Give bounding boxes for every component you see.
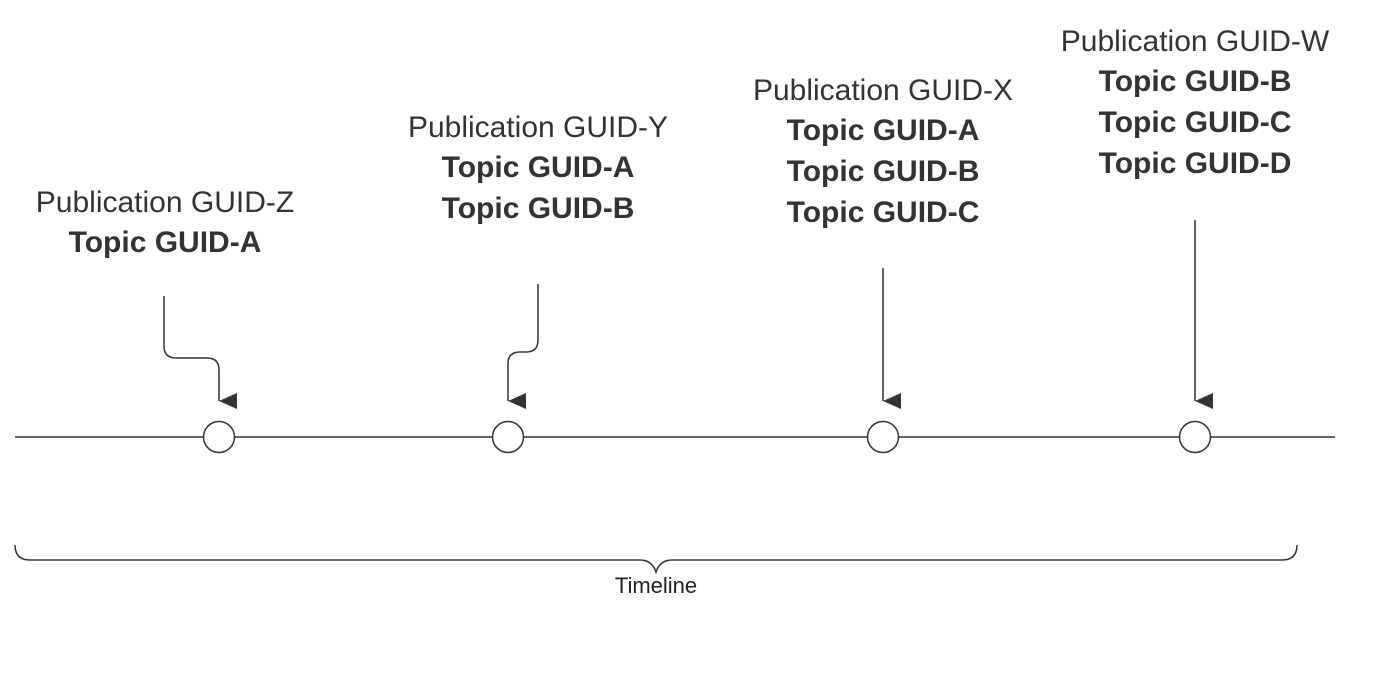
publication-title: Publication GUID-Z xyxy=(35,186,295,219)
topic-label: Topic GUID-A xyxy=(786,114,980,147)
publication-label-z: Publication GUID-Z Topic GUID-A xyxy=(36,184,294,263)
publication-label-y: Publication GUID-Y Topic GUID-A Topic GU… xyxy=(408,109,668,229)
timeline-node-publication-z[interactable] xyxy=(202,420,236,454)
topic-label: Topic GUID-B xyxy=(441,192,635,225)
timeline-node-publication-w[interactable] xyxy=(1178,420,1212,454)
arrow-publication-z xyxy=(163,296,237,409)
topic-label: Topic GUID-C xyxy=(786,196,980,229)
topic-label: Topic GUID-B xyxy=(786,155,980,188)
publication-label-w: Publication GUID-W Topic GUID-B Topic GU… xyxy=(1061,23,1329,184)
timeline-node-publication-y[interactable] xyxy=(491,420,525,454)
timeline-label: Timeline xyxy=(614,573,698,598)
topic-label: Topic GUID-D xyxy=(1098,147,1292,180)
publication-label-x: Publication GUID-X Topic GUID-A Topic GU… xyxy=(753,72,1013,233)
topic-label: Topic GUID-A xyxy=(68,226,262,259)
topic-label: Topic GUID-B xyxy=(1098,65,1292,98)
timeline-node-publication-x[interactable] xyxy=(866,420,900,454)
arrow-publication-y xyxy=(507,284,539,409)
timeline-brace xyxy=(14,544,1298,575)
publication-title: Publication GUID-Y xyxy=(407,111,669,144)
publication-title: Publication GUID-X xyxy=(752,74,1014,107)
publication-title: Publication GUID-W xyxy=(1060,25,1330,58)
topic-label: Topic GUID-A xyxy=(441,151,635,184)
topic-label: Topic GUID-C xyxy=(1098,106,1292,139)
